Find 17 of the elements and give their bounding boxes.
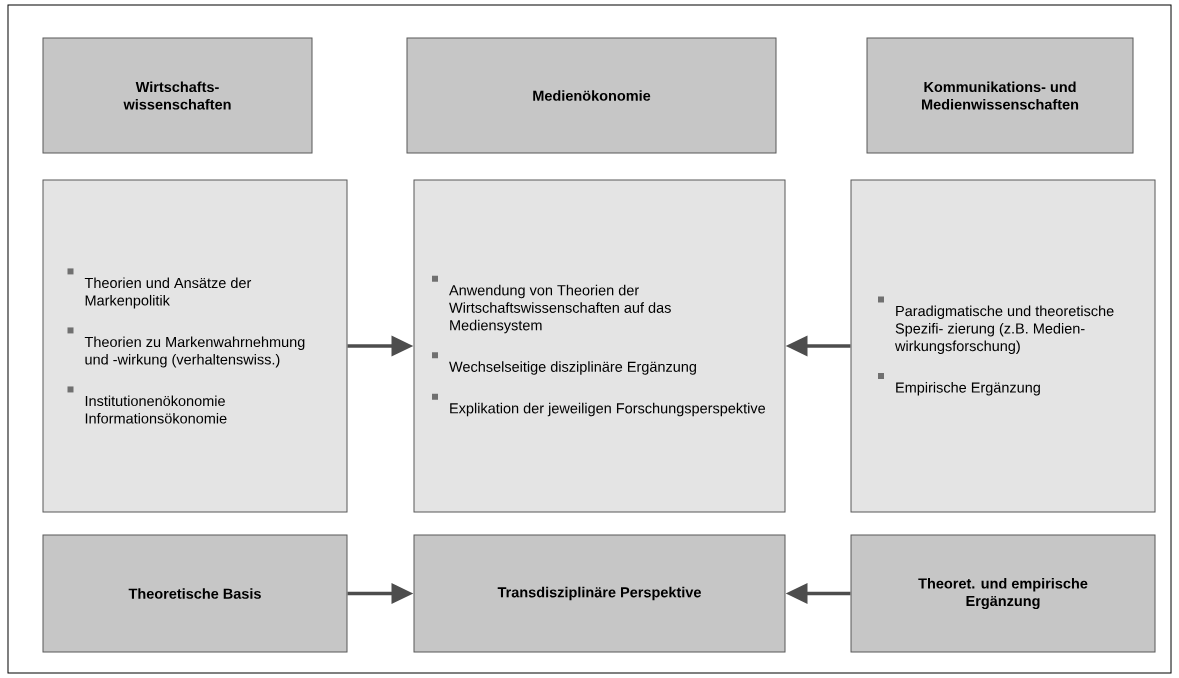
header-box: Kommunikations- und Medienwissenschaften (866, 37, 1134, 154)
bullet-point: Theorien zu Markenwahrnehmung und -wirkung (verhaltenswiss.) (67, 327, 305, 368)
header-box: Theoretische Basis (42, 534, 348, 653)
header-box: Theoret. und empirische Ergänzung (850, 534, 1156, 653)
header-box: Wirtschafts- wissenschaften (42, 37, 313, 154)
bullet-point: Anwendung von Theorien der Wirtschaftswissenschaften auf das Mediensystem (432, 275, 671, 334)
header-box: Transdisziplinäre Perspektive (413, 534, 786, 653)
bullet-point: Paradigmatische und theoretische Spezifi- zierung (z.B. Medien- wirkungsforschung) (878, 296, 1114, 354)
bullet-point: Empirische Ergänzung (878, 373, 1040, 396)
content-box (850, 179, 1156, 513)
bullet-point: Theorien und Ansätze der Markenpolitik (67, 268, 252, 309)
bullet-point: Institutionenökonomie Informationsökonomie (67, 386, 227, 424)
header-box: Medienökonomie (406, 37, 777, 154)
bullet-point: Explikation der jeweiligen Forschungsperspektive (432, 393, 766, 417)
content-box (42, 179, 348, 513)
content-box (413, 179, 786, 513)
bullet-point: Wechselseitige disziplinäre Ergänzung (432, 352, 696, 375)
